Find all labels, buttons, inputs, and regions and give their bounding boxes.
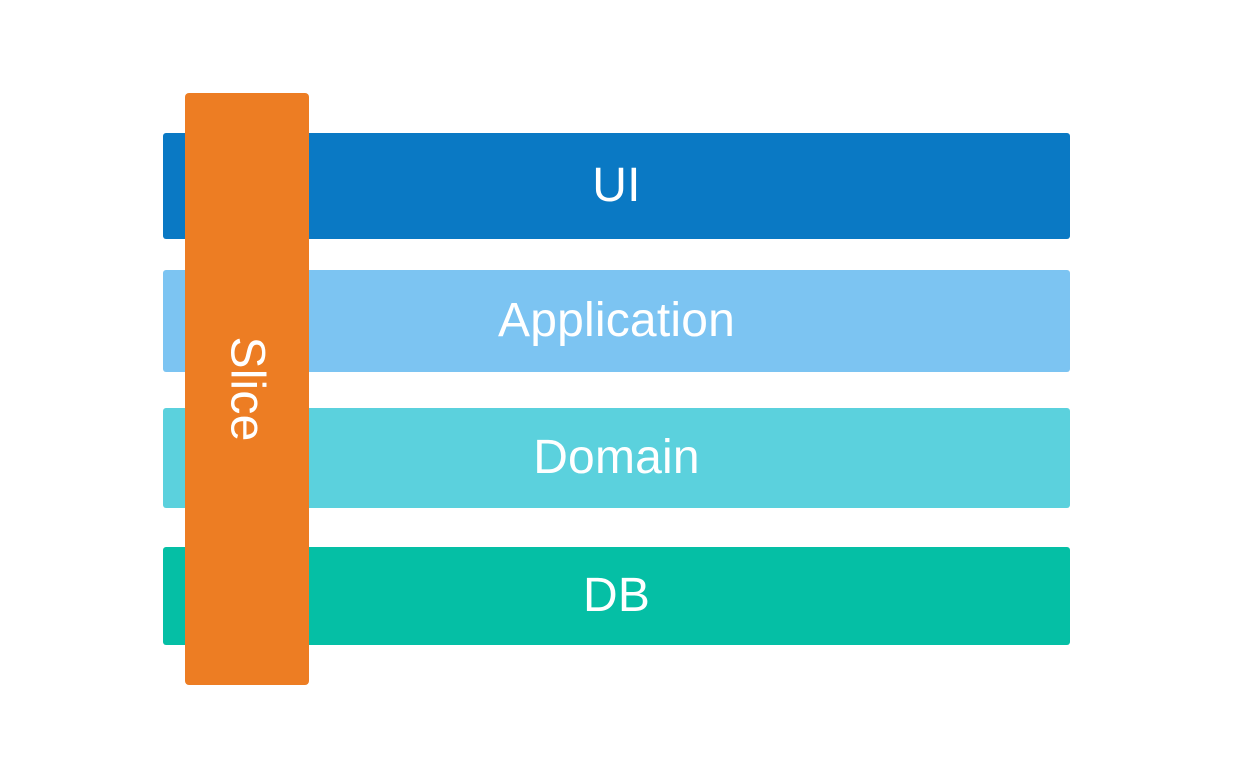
layer-bar-domain[interactable]: Domain: [163, 408, 1070, 508]
layer-bar-application[interactable]: Application: [163, 270, 1070, 372]
layer-label-application: Application: [497, 294, 736, 347]
slice-label: Slice: [220, 336, 274, 442]
layer-label-ui: UI: [592, 159, 641, 212]
slice-label-rotation: Slice: [220, 336, 274, 442]
slice-bar[interactable]: Slice: [185, 93, 309, 685]
layer-label-domain: Domain: [533, 431, 700, 484]
layer-bar-db[interactable]: DB: [163, 547, 1070, 645]
layer-label-db: DB: [582, 569, 651, 622]
layer-bar-ui[interactable]: UI: [163, 133, 1070, 239]
